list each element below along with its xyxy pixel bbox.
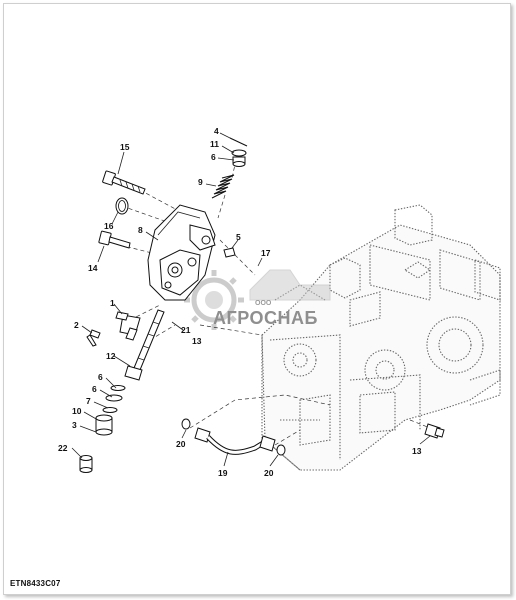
watermark-company-prefix: ООО bbox=[255, 300, 272, 307]
pipe-line-19 bbox=[194, 427, 276, 455]
washers-fitting-stack bbox=[95, 385, 126, 436]
callout-6-top: 6 bbox=[211, 152, 216, 162]
callout-6-mid: 6 bbox=[98, 372, 103, 382]
callout-15: 15 bbox=[120, 142, 130, 152]
callout-3: 3 bbox=[72, 420, 77, 430]
washer-20b bbox=[276, 444, 286, 456]
callout-8: 8 bbox=[138, 225, 143, 235]
callout-labels: 15 16 14 8 4 11 6 9 5 17 1 2 21 13 12 6 … bbox=[58, 126, 422, 478]
screw-2 bbox=[86, 329, 101, 347]
plug-assembly-top bbox=[229, 137, 248, 167]
callout-20-left: 20 bbox=[176, 439, 186, 449]
valve-housing-8 bbox=[147, 204, 216, 301]
watermark-company-name: АГРОСНАБ bbox=[213, 308, 318, 328]
callout-7: 7 bbox=[86, 396, 91, 406]
fitting-13 bbox=[424, 423, 445, 439]
callout-19: 19 bbox=[218, 468, 228, 478]
leader-lines bbox=[71, 132, 431, 467]
callout-14: 14 bbox=[88, 263, 98, 273]
rod-12 bbox=[124, 309, 165, 381]
spool-1 bbox=[115, 311, 141, 341]
callout-13-mid: 13 bbox=[192, 336, 202, 346]
plug-5 bbox=[223, 247, 236, 258]
callout-12: 12 bbox=[106, 351, 116, 361]
callout-21: 21 bbox=[181, 325, 191, 335]
callout-6-low: 6 bbox=[92, 384, 97, 394]
spring-9 bbox=[211, 174, 235, 199]
callout-1: 1 bbox=[110, 298, 115, 308]
callout-11: 11 bbox=[210, 139, 219, 149]
callout-17: 17 bbox=[261, 248, 271, 258]
bolt-14 bbox=[98, 230, 131, 249]
callout-20-right: 20 bbox=[264, 468, 274, 478]
callout-2: 2 bbox=[74, 320, 79, 330]
callout-5: 5 bbox=[236, 232, 241, 242]
callout-13-right: 13 bbox=[412, 446, 422, 456]
callout-10: 10 bbox=[72, 406, 82, 416]
callout-22: 22 bbox=[58, 443, 68, 453]
washer-20a bbox=[181, 418, 191, 430]
callout-16: 16 bbox=[104, 221, 114, 231]
alignment-lines bbox=[119, 159, 431, 446]
cap-22 bbox=[79, 455, 93, 473]
callout-9: 9 bbox=[198, 177, 203, 187]
transmission-housing bbox=[261, 204, 501, 471]
bolt-15 bbox=[102, 170, 146, 195]
figure-code: ETN8433C07 bbox=[10, 579, 61, 588]
o-ring-16 bbox=[115, 197, 129, 215]
callout-4: 4 bbox=[214, 126, 219, 136]
